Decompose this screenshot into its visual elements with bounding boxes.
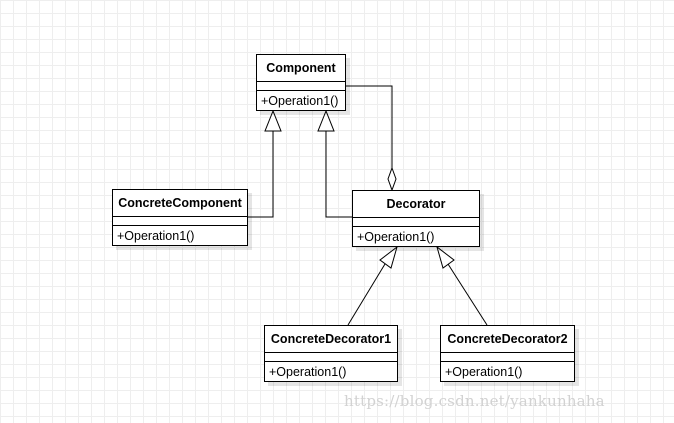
attributes-compartment: [113, 217, 247, 226]
operation-label: +Operation1(): [357, 230, 435, 244]
operation-label: +Operation1(): [261, 94, 339, 108]
inheritance-arrow-icon: [379, 245, 398, 269]
class-concrete-decorator2[interactable]: ConcreteDecorator2 +Operation1(): [440, 325, 575, 382]
operation-label: +Operation1(): [117, 229, 195, 243]
class-concrete-decorator1[interactable]: ConcreteDecorator1 +Operation1(): [264, 325, 398, 382]
attributes-compartment: [257, 82, 345, 91]
operation-label: +Operation1(): [445, 365, 523, 379]
class-name: Decorator: [353, 191, 479, 218]
inheritance-arrow-icon: [317, 109, 335, 132]
class-name: ConcreteComponent: [113, 190, 247, 217]
class-component[interactable]: Component +Operation1(): [256, 54, 346, 111]
generalization-line-concretedecorator1: [347, 263, 386, 326]
attributes-compartment: [265, 353, 397, 362]
generalization-line-decorator: [325, 131, 352, 218]
generalization-line-concretecomponent: [248, 131, 274, 218]
class-name: ConcreteDecorator1: [265, 326, 397, 353]
aggregation-line: [346, 85, 393, 170]
attributes-compartment: [353, 218, 479, 227]
generalization-line-concretedecorator2: [447, 263, 488, 326]
class-name: ConcreteDecorator2: [441, 326, 574, 353]
operation-label: +Operation1(): [269, 365, 347, 379]
attributes-compartment: [441, 353, 574, 362]
class-name: Component: [257, 55, 345, 82]
watermark-text: https://blog.csdn.net/yankunhaha: [344, 392, 605, 410]
inheritance-arrow-icon: [436, 245, 455, 269]
inheritance-arrow-icon: [264, 109, 282, 132]
class-concrete-component[interactable]: ConcreteComponent +Operation1(): [112, 189, 248, 246]
aggregation-diamond-icon: [387, 166, 397, 192]
class-decorator[interactable]: Decorator +Operation1(): [352, 190, 480, 247]
